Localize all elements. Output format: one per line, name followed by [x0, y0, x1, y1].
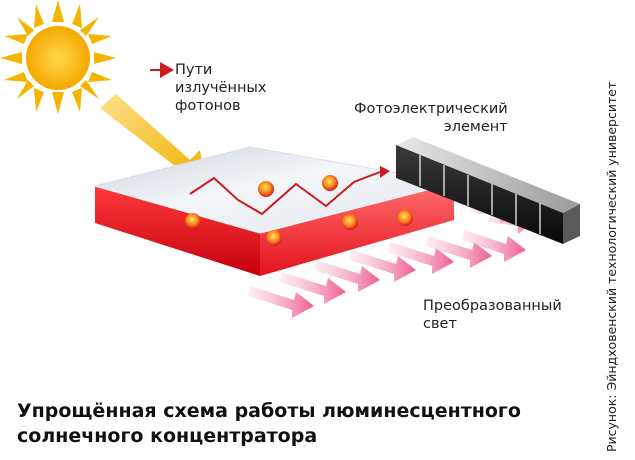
photovoltaic-label-line2: элемент	[443, 119, 508, 135]
image-credit: Рисунок: Эйндховенский технологический у…	[604, 81, 619, 452]
photovoltaic-label: Фотоэлектрический элемент	[354, 100, 508, 136]
photon-path-label-line1: Пути	[175, 62, 213, 78]
photon-path-label-line2: излучённых	[175, 80, 267, 96]
converted-light-label-line1: Преобразованный	[423, 298, 562, 314]
luminescent-plate	[93, 146, 455, 276]
converted-light-arrows-front	[248, 230, 526, 318]
figure-caption-line2: солнечного концентратора	[17, 425, 318, 447]
photovoltaic-label-line1: Фотоэлектрический	[354, 101, 508, 117]
figure-caption-line1: Упрощённая схема работы люминесцентного	[17, 400, 521, 422]
photon-path-label: Пути излучённых фотонов	[175, 61, 266, 115]
sun-icon	[0, 0, 116, 114]
photon-path	[189, 166, 390, 216]
photovoltaic-cell	[396, 137, 580, 244]
converted-light-label: Преобразованный свет	[423, 297, 562, 333]
sunlight-arrow	[100, 94, 206, 186]
cell-stripes	[419, 155, 541, 234]
figure-caption: Упрощённая схема работы люминесцентного …	[17, 399, 521, 449]
luminescent-particles	[185, 175, 413, 246]
converted-light-label-line2: свет	[423, 316, 457, 332]
photon-path-label-line3: фотонов	[175, 98, 241, 114]
